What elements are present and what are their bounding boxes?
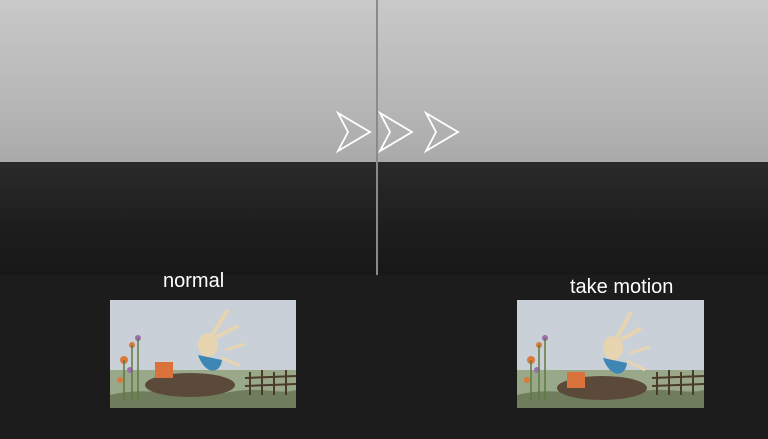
left-scene [0, 0, 376, 275]
wall [378, 0, 768, 165]
floor [0, 162, 376, 275]
floor [378, 162, 768, 275]
right-scene [378, 0, 768, 275]
wall [0, 0, 376, 165]
arrow-chevrons-icon [335, 110, 460, 154]
caption-normal: normal [163, 270, 225, 292]
illustration-thumbnail-normal [110, 300, 296, 408]
illustration-thumbnail-motion [517, 300, 704, 408]
panel-divider [376, 0, 378, 275]
caption-take-motion: take motion [570, 276, 674, 298]
